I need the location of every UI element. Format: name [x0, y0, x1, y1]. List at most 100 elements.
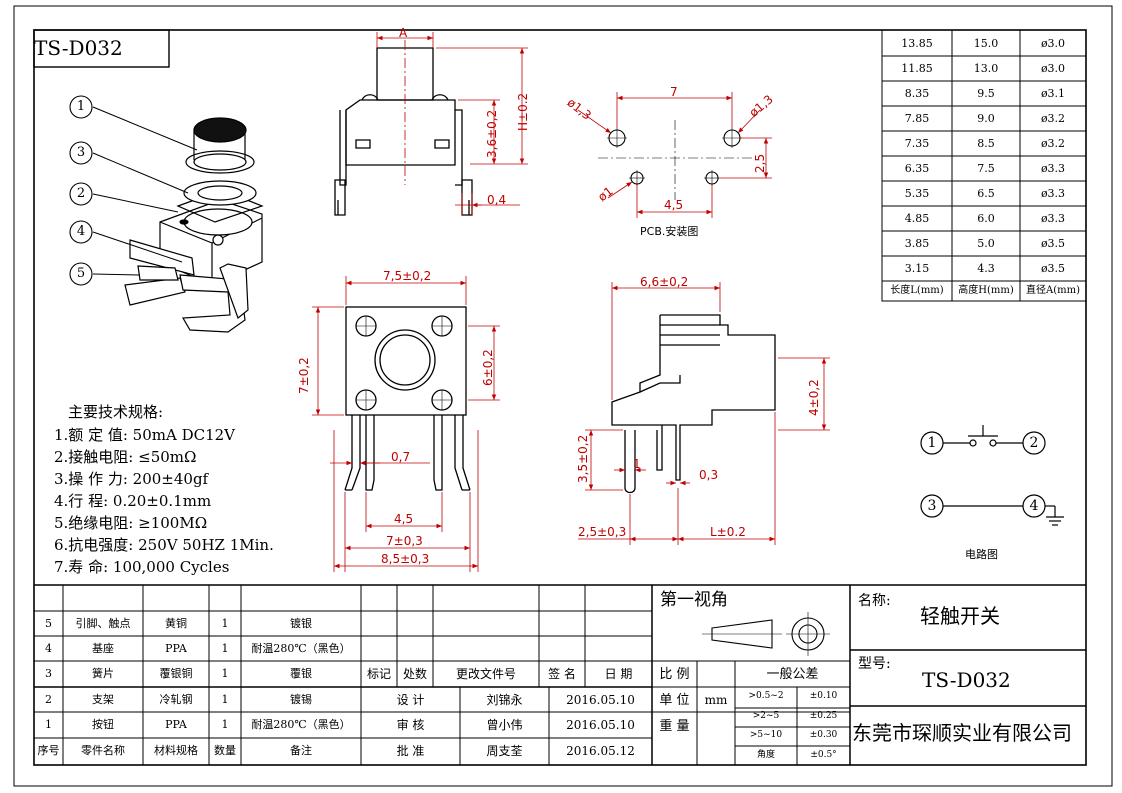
rev-name: 刘锦永	[486, 693, 523, 707]
circuit-label: 电路图	[965, 548, 998, 561]
rev-date: 2016.05.10	[566, 718, 635, 732]
dim-8-5: 8,5±0,3	[381, 552, 430, 566]
exploded-view	[124, 117, 264, 333]
size-cell: 3.15	[904, 262, 930, 275]
spec-title: 主要技术规格:	[68, 403, 164, 421]
rev-header: 更改文件号	[455, 667, 516, 681]
parts-header: 零件名称	[81, 744, 125, 757]
dim-2-5-03: 2,5±0,3	[578, 525, 627, 539]
size-cell: 11.85	[901, 62, 933, 75]
spec-line: 4.行 程: 0.20±0.1mm	[54, 492, 212, 510]
size-cell: 5.0	[977, 237, 995, 250]
size-cell: ø3.3	[1040, 162, 1066, 175]
unit-label: 单 位	[659, 693, 690, 708]
parts-cell: 1	[221, 642, 229, 655]
size-cell: 3.85	[904, 237, 930, 250]
dim-0-7: 0,7	[391, 450, 411, 464]
rev-header: 签 名	[548, 667, 576, 681]
unit-value: mm	[704, 693, 728, 707]
dim-3-6: 3,6±0,2	[485, 109, 499, 158]
inner-frame	[33, 29, 1087, 766]
size-cell: ø3.0	[1040, 62, 1066, 75]
circuit-node-4: 4	[1029, 498, 1039, 514]
size-cell: 8.5	[977, 137, 995, 150]
dim-7-03: 7±0,3	[386, 534, 423, 548]
dim-4-5: 4,5	[394, 512, 414, 526]
dim-3-5: 3,5±0,2	[576, 434, 590, 483]
product-name: 轻触开关	[920, 604, 1000, 628]
rev-name: 曾小伟	[486, 718, 523, 732]
side-view	[611, 314, 776, 494]
size-cell: ø3.5	[1040, 262, 1066, 275]
parts-cell: 簧片	[92, 667, 114, 680]
size-cell: 5.35	[904, 187, 930, 200]
tol-value: ±0.5°	[810, 750, 837, 760]
dim-7-height: 7±0,2	[297, 357, 311, 394]
tol-range: >0.5~2	[748, 691, 784, 701]
rev-name: 周支荃	[486, 744, 523, 758]
size-header-diameter: 直径A(mm)	[1026, 285, 1080, 296]
size-cell: 8.35	[904, 87, 930, 100]
spec-line: 1.额 定 值: 50mA DC12V	[54, 426, 236, 444]
rev-date: 2016.05.12	[566, 744, 635, 758]
parts-cell: 镀锡	[290, 693, 312, 706]
size-cell: ø3.2	[1040, 112, 1066, 125]
rev-role: 审 核	[396, 718, 425, 732]
front-view-dims	[376, 32, 528, 215]
callout-circles	[69, 95, 93, 286]
top-view-crosses	[356, 316, 452, 410]
parts-cell: 3	[45, 667, 52, 680]
dim-6: 6±0,2	[481, 349, 495, 386]
dim-0-4: 0,4	[487, 193, 507, 207]
size-cell: 9.5	[977, 87, 995, 100]
parts-cell: 冷轧钢	[159, 693, 193, 706]
parts-cell: 基座	[92, 642, 114, 655]
spec-line: 7.寿 命: 100,000 Cycles	[54, 558, 230, 576]
spec-line: 3.操 作 力: 200±40gf	[54, 470, 209, 488]
dim-4: 4±0,2	[807, 379, 821, 416]
size-cell: 4.3	[977, 262, 995, 275]
pcb-centerlines	[598, 120, 752, 200]
parts-cell: 1	[45, 718, 52, 731]
dim-0-3: 0,3	[699, 468, 719, 482]
model-box-text: TS-D032	[34, 36, 123, 60]
parts-cell: 覆银铜	[159, 667, 193, 680]
title-block-grid	[34, 584, 1086, 765]
size-cell: ø3.2	[1040, 137, 1066, 150]
size-cell: 15.0	[973, 37, 999, 50]
size-header-height: 高度H(mm)	[958, 285, 1014, 296]
parts-cell: 1	[221, 667, 229, 680]
spec-line: 6.抗电强度: 250V 50HZ 1Min.	[54, 536, 274, 554]
rev-role: 批 准	[396, 744, 425, 758]
size-cell: 6.0	[977, 212, 995, 225]
tol-value: ±0.25	[809, 711, 838, 721]
rev-role: 设 计	[396, 693, 425, 707]
parts-cell: 1	[221, 718, 229, 731]
model-label: 型号:	[858, 656, 891, 672]
dim-1: 1	[633, 457, 641, 471]
callout-4: 4	[76, 224, 86, 239]
rev-date: 2016.05.10	[566, 693, 635, 707]
projection-title: 第一视角	[660, 590, 728, 610]
parts-cell: 2	[45, 693, 52, 706]
callout-1: 1	[76, 99, 86, 114]
parts-cell: 1	[221, 617, 229, 630]
size-cell: 7.5	[977, 162, 995, 175]
circuit-node-3: 3	[927, 498, 937, 514]
parts-cell: PPA	[165, 642, 187, 655]
dim-h: H±0.2	[516, 92, 530, 131]
tol-range: >5~10	[749, 730, 783, 740]
tol-value: ±0.30	[809, 730, 838, 740]
size-cell: ø3.3	[1040, 187, 1066, 200]
size-cell: 13.85	[901, 37, 933, 50]
size-table-grid	[881, 29, 1087, 302]
rev-header: 处数	[402, 667, 427, 681]
tolerance-title: 一般公差	[766, 667, 819, 682]
rev-header: 标记	[366, 667, 391, 681]
spec-line: 5.绝缘电阻: ≥100MΩ	[54, 514, 208, 532]
parts-header: 备注	[290, 744, 312, 757]
tol-value: ±0.10	[809, 691, 838, 701]
parts-cell: 耐温280℃（黑色）	[251, 642, 351, 655]
parts-cell: 耐温280℃（黑色）	[251, 718, 351, 731]
